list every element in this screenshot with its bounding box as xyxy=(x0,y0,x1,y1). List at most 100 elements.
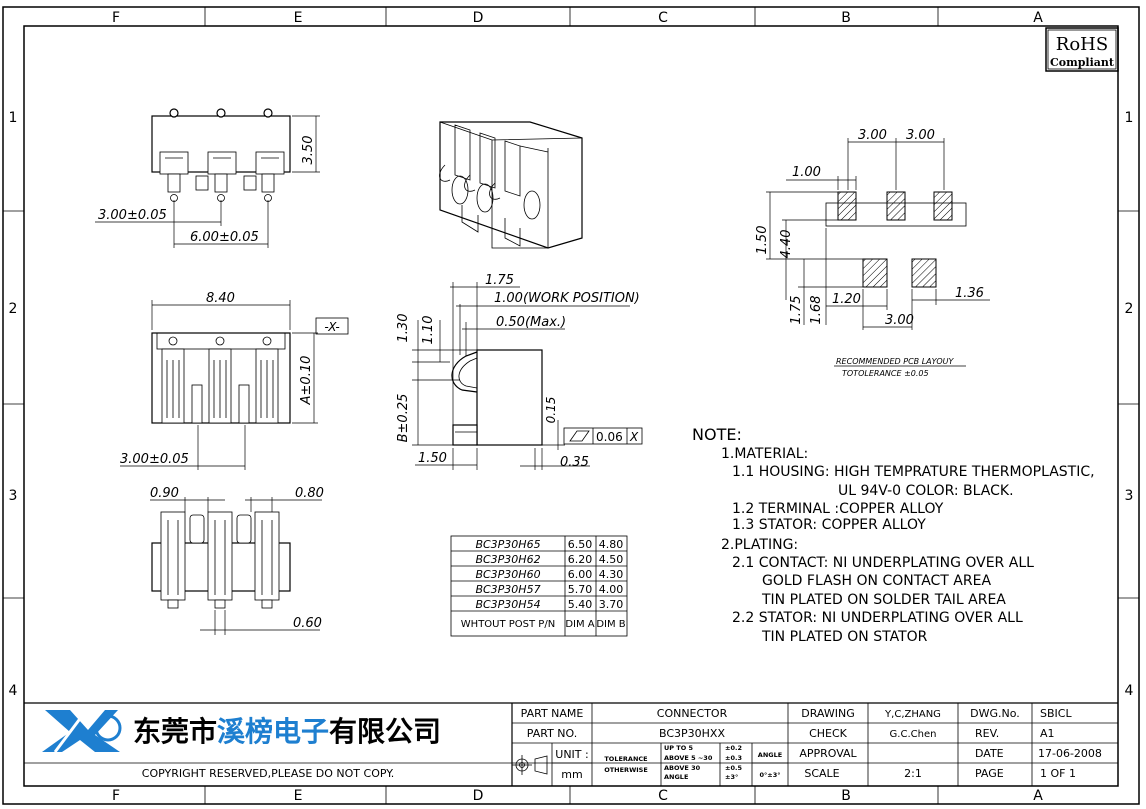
sheet-border xyxy=(2,6,1140,805)
company-name-b: 溪榜电子 xyxy=(217,715,329,748)
col-label-top: D xyxy=(473,10,484,26)
pcb-layout: 3.00 3.00 1.00 1.50 4.40 1.75 1.68 1.20 … xyxy=(755,128,990,378)
table-b: 4.80 xyxy=(599,538,624,551)
dim-175: 1.75 xyxy=(485,273,514,288)
dim-035: 0.35 xyxy=(560,455,589,470)
rohs-stamp: RoHS Compliant xyxy=(1045,27,1119,72)
scale-label: SCALE xyxy=(804,767,839,780)
note-line: 1.1 HOUSING: HIGH TEMPRATURE THERMOPLAST… xyxy=(732,464,1095,480)
isometric-view xyxy=(439,121,583,249)
table-a: 6.00 xyxy=(568,568,593,581)
note-line: GOLD FLASH ON CONTACT AREA xyxy=(762,573,991,589)
company-logo xyxy=(42,710,122,753)
title-block: 东莞市溪榜电子有限公司 COPYRIGHT RESERVED,PLEASE DO… xyxy=(24,702,1118,786)
col-label-bottom: E xyxy=(294,788,303,804)
tolerance-label-2: OTHERWISE xyxy=(604,766,648,774)
note-line: 2.1 CONTACT: NI UNDERPLATING OVER ALL xyxy=(732,555,1034,571)
check-label: CHECK xyxy=(809,727,848,740)
check-value: G.C.Chen xyxy=(890,729,937,740)
flatness-ref: X xyxy=(629,430,639,444)
front-view: 8.40 -X- A±0.10 3.00±0.05 xyxy=(120,291,349,470)
note-line: 1.MATERIAL: xyxy=(721,446,808,462)
drawing-label: DRAWING xyxy=(801,707,854,720)
col-label-top: A xyxy=(1033,10,1043,26)
part-name-label: PART NAME xyxy=(521,707,584,720)
notes-title: NOTE: xyxy=(692,425,742,444)
dwg-label: DWG.No. xyxy=(970,707,1020,720)
note-line: 2.2 STATOR: NI UNDERPLATING OVER ALL xyxy=(732,610,1023,626)
pcb-dim-300a: 3.00 xyxy=(858,128,887,143)
table-a: 6.20 xyxy=(568,553,593,566)
part-name: CONNECTOR xyxy=(657,707,728,720)
note-line: TIN PLATED ON SOLDER TAIL AREA xyxy=(761,592,1006,608)
company-name-c: 有限公司 xyxy=(329,715,441,748)
note-line: UL 94V-0 COLOR: BLACK. xyxy=(838,483,1014,499)
note-line: 1.2 TERMINAL :COPPER ALLOY xyxy=(732,501,944,517)
dim-b: B±0.25 xyxy=(396,394,411,443)
datum-x: -X- xyxy=(324,320,339,334)
dim-pitch: 3.00±0.05 xyxy=(98,208,167,223)
note-line: TIN PLATED ON STATOR xyxy=(761,629,928,645)
dim-015: 0.15 xyxy=(544,397,558,424)
table-footer-a: DIM A xyxy=(565,619,594,630)
dim-150: 1.50 xyxy=(418,451,447,466)
rohs-subtitle: Compliant xyxy=(1050,56,1115,69)
row-label-right: 2 xyxy=(1125,301,1134,317)
pcb-dim-300c: 3.00 xyxy=(885,313,914,328)
dim-a: A±0.10 xyxy=(299,356,314,406)
table-pn: BC3P30H54 xyxy=(475,598,540,611)
dim-width: 8.40 xyxy=(206,291,235,306)
pcb-dim-100: 1.00 xyxy=(792,165,821,180)
row-label-right: 3 xyxy=(1125,488,1134,504)
table-a: 5.40 xyxy=(568,598,593,611)
row-label-left: 3 xyxy=(9,488,18,504)
angle-value: 0°±3° xyxy=(760,771,781,779)
approval-label: APPROVAL xyxy=(799,747,857,760)
rohs-title: RoHS xyxy=(1056,34,1108,55)
col-label-bottom: D xyxy=(473,788,484,804)
part-no-label: PART NO. xyxy=(527,727,577,740)
col-label-top: C xyxy=(658,10,668,26)
pcb-dim-136: 1.36 xyxy=(955,286,984,301)
side-view: 1.75 1.00(WORK POSITION) 0.50(Max.) 1.30… xyxy=(396,273,643,470)
table-b: 3.70 xyxy=(599,598,624,611)
table-b: 4.30 xyxy=(599,568,624,581)
tol-value: ±0.2 xyxy=(725,744,742,752)
pcb-dim-168: 1.68 xyxy=(809,296,824,325)
copyright: COPYRIGHT RESERVED,PLEASE DO NOT COPY. xyxy=(142,767,394,780)
dim-130: 1.30 xyxy=(396,314,411,343)
page-label: PAGE xyxy=(975,767,1004,780)
unit-value: mm xyxy=(561,768,582,781)
zone-labels: F E D C B A F E D C B A 1 2 3 4 1 2 3 4 xyxy=(9,10,1134,804)
drawing-value: Y,C,ZHANG xyxy=(884,709,941,720)
date-label: DATE xyxy=(975,747,1004,760)
col-label-top: E xyxy=(294,10,303,26)
note-line: 2.PLATING: xyxy=(721,537,798,553)
dim-pitch-front: 3.00±0.05 xyxy=(120,452,189,467)
pcb-dim-300b: 3.00 xyxy=(906,128,935,143)
dim-110: 1.10 xyxy=(421,316,436,345)
notes: NOTE: 1.MATERIAL: 1.1 HOUSING: HIGH TEMP… xyxy=(692,425,1095,645)
tol-value: ±0.5 xyxy=(725,764,742,772)
angle-inner-label: ANGLE xyxy=(664,773,688,781)
pcb-tolerance: TOTOLERANCE ±0.05 xyxy=(842,369,929,378)
top-view: 3.50 3.00±0.05 6.00±0.05 xyxy=(95,108,320,248)
row-label-left: 1 xyxy=(9,110,18,126)
table-b: 4.50 xyxy=(599,553,624,566)
dim-height: 3.50 xyxy=(301,136,316,165)
dim-max: 0.50(Max.) xyxy=(496,315,566,330)
table-pn: BC3P30H65 xyxy=(475,538,540,551)
tol-range: ABOVE 5 ~30 xyxy=(664,754,713,762)
col-label-top: F xyxy=(112,10,120,26)
row-label-right: 4 xyxy=(1125,683,1134,699)
dim-work-position: 1.00(WORK POSITION) xyxy=(494,291,640,306)
tol-range: UP TO 5 xyxy=(664,744,694,752)
pcb-dim-150: 1.50 xyxy=(755,226,770,255)
angle-inner-value: ±3° xyxy=(725,773,738,781)
date-value: 17-06-2008 xyxy=(1038,747,1102,760)
table-footer-pn: WHTOUT POST P/N xyxy=(461,619,555,630)
table-b: 4.00 xyxy=(599,583,624,596)
page-value: 1 OF 1 xyxy=(1040,767,1076,780)
company-name: 东莞市溪榜电子有限公司 xyxy=(133,715,441,748)
tol-value: ±0.3 xyxy=(725,754,742,762)
